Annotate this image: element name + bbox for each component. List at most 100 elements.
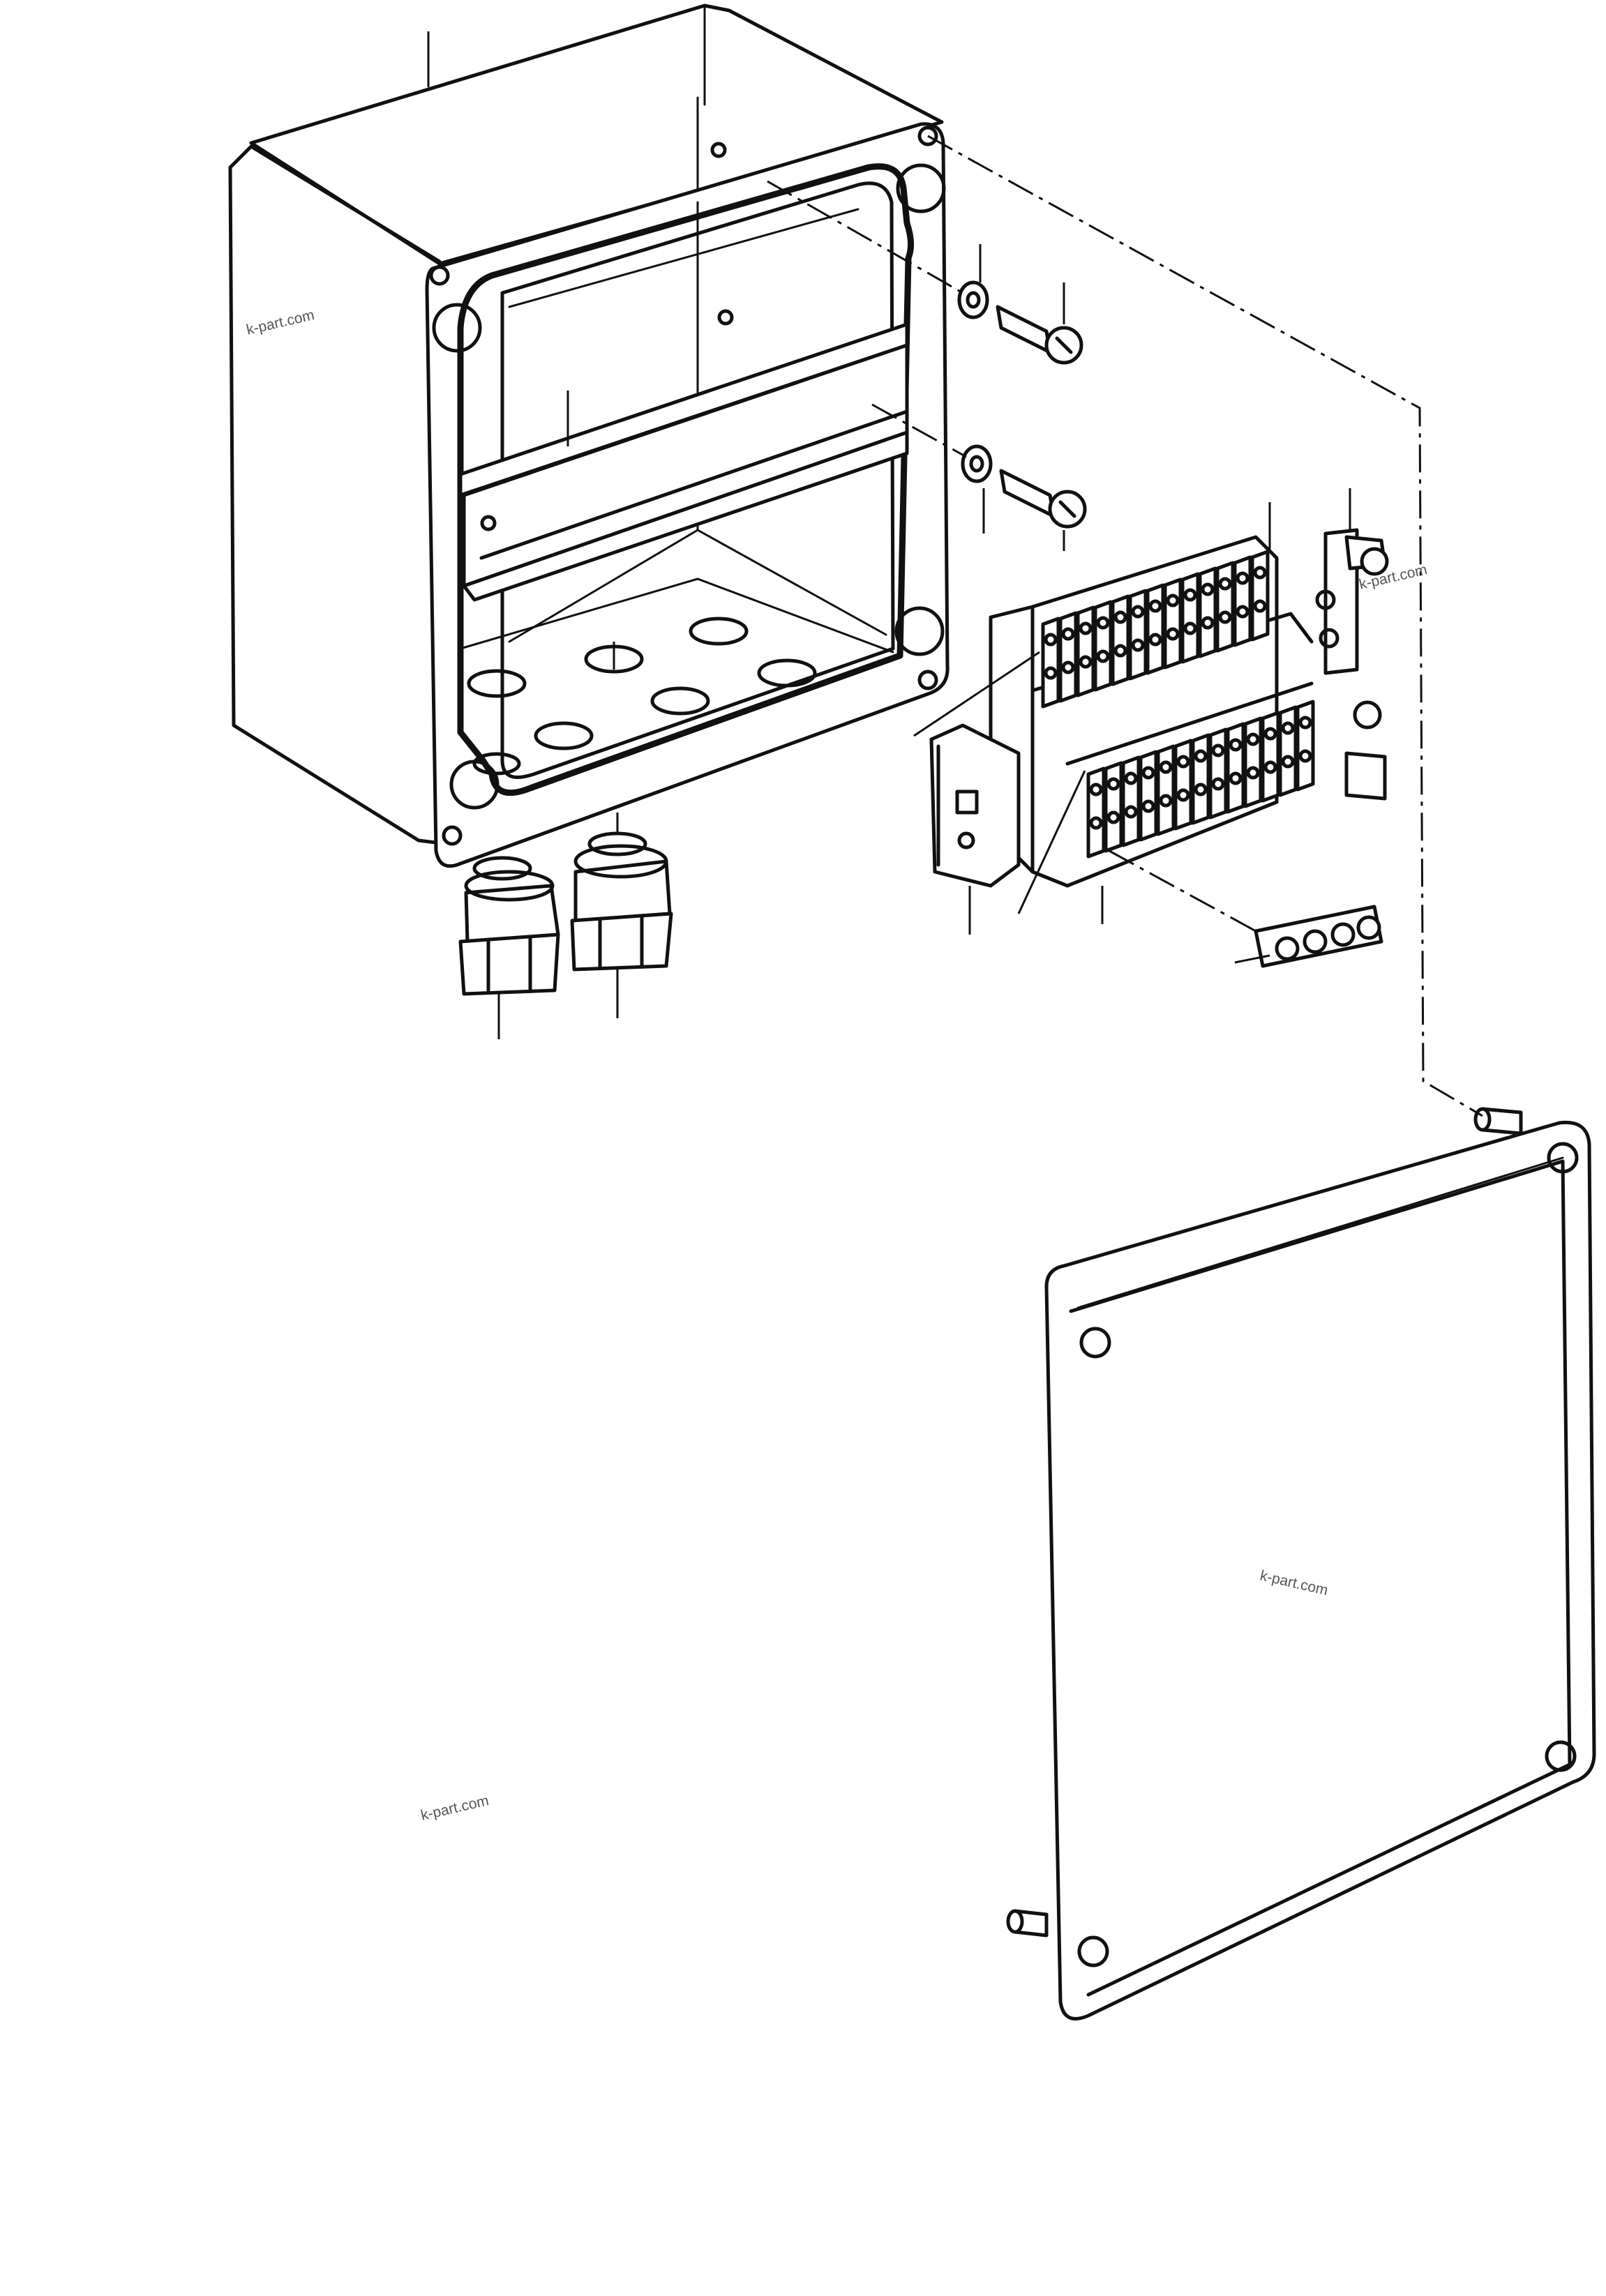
- terminal-lower-screw: [1141, 799, 1155, 813]
- terminal-upper-wafer: [1163, 577, 1183, 670]
- terminal-upper-screw: [1183, 588, 1197, 602]
- leader-jumper: [1234, 954, 1270, 964]
- terminal-lower-wafer: [1226, 722, 1245, 814]
- jumper-bridge: [1254, 905, 1383, 968]
- terminal-block-assembly: [989, 535, 1315, 888]
- terminal-lower-wafer: [1261, 711, 1280, 803]
- rail-washer-bottom: [961, 444, 993, 483]
- terminal-lower-screw: [1159, 760, 1173, 774]
- terminal-lower-wafer: [1243, 716, 1263, 808]
- terminal-lower-screw: [1211, 777, 1225, 791]
- terminal-lower-screw: [1124, 805, 1138, 819]
- terminal-lower-screw: [1229, 738, 1243, 752]
- terminal-lower-screw: [1141, 766, 1155, 780]
- terminal-upper-screw: [1253, 566, 1267, 580]
- terminal-lower-wafer: [1278, 705, 1298, 797]
- axis-jumper: [1109, 849, 1256, 932]
- terminal-upper-screw: [1044, 666, 1058, 680]
- terminal-upper-wafer: [1146, 583, 1165, 675]
- din-rail: [458, 322, 909, 602]
- terminal-upper-screw: [1079, 655, 1093, 669]
- terminal-lower-wafer: [1104, 761, 1123, 853]
- terminal-upper-screw: [1044, 633, 1058, 647]
- terminal-lower-screw: [1281, 755, 1295, 769]
- terminal-lower-screw: [1106, 777, 1120, 791]
- watermark-bottom: k-part.com: [419, 1792, 490, 1824]
- axis-cover: [927, 135, 1483, 1117]
- cover-plate: [1044, 1120, 1596, 2021]
- terminal-upper-screw: [1131, 638, 1145, 652]
- terminal-upper-screw: [1166, 627, 1180, 641]
- terminal-upper-screw: [1096, 616, 1110, 630]
- rail-washer-top: [957, 280, 989, 319]
- terminal-upper-screw: [1183, 621, 1197, 635]
- terminal-upper-screw: [1096, 649, 1110, 663]
- terminal-upper-screw: [1061, 627, 1075, 641]
- terminal-upper-screw: [1148, 633, 1162, 647]
- terminal-lower-wafer: [1173, 739, 1193, 831]
- terminal-upper-wafer: [1250, 550, 1270, 642]
- terminal-lower-screw: [1194, 749, 1208, 763]
- cable-gland-right: [570, 831, 673, 972]
- terminal-upper-wafer: [1198, 566, 1217, 658]
- terminal-upper-screw: [1253, 599, 1267, 613]
- terminal-lower-screw: [1176, 755, 1190, 769]
- terminal-upper-wafer: [1076, 605, 1095, 697]
- terminal-lower-screw: [1246, 766, 1260, 780]
- terminal-lower-wafer: [1208, 727, 1228, 820]
- terminal-upper-wafer: [1111, 594, 1130, 686]
- terminal-upper-wafer: [1041, 617, 1060, 709]
- terminal-lower-wafer: [1191, 733, 1210, 825]
- terminal-lower-screw: [1106, 810, 1120, 824]
- terminal-lower-screw: [1124, 771, 1138, 785]
- terminal-upper-screw: [1201, 616, 1215, 630]
- cable-gland-left: [458, 856, 560, 996]
- terminal-upper-wafer: [1180, 572, 1200, 664]
- terminal-lower-screw: [1176, 788, 1190, 802]
- cover-screw-top: [1473, 1107, 1523, 1135]
- rail-screw-bottom: [999, 469, 1087, 529]
- terminal-lower-screw: [1089, 783, 1103, 796]
- terminal-upper-wafer: [1233, 555, 1252, 647]
- terminal-lower-screw: [1194, 783, 1208, 796]
- terminal-upper-screw: [1061, 660, 1075, 674]
- terminal-upper-wafer: [1215, 561, 1235, 653]
- terminal-lower-screw: [1263, 760, 1277, 774]
- axis-screw-top: [767, 180, 963, 294]
- terminal-upper-screw: [1236, 605, 1249, 619]
- leader-block-diag-2: [1017, 770, 1086, 914]
- terminal-upper-wafer: [1093, 600, 1113, 692]
- terminal-lower-screw: [1159, 794, 1173, 808]
- terminal-lower-screw: [1298, 716, 1312, 730]
- terminal-upper-screw: [1236, 571, 1249, 585]
- end-clamp: [1315, 528, 1389, 801]
- terminal-upper-screw: [1166, 594, 1180, 607]
- terminal-upper-screw: [1218, 577, 1232, 591]
- terminal-upper-wafer: [1058, 611, 1078, 703]
- terminal-lower-screw: [1211, 743, 1225, 757]
- terminal-upper-screw: [1148, 599, 1162, 613]
- terminal-lower-screw: [1246, 732, 1260, 746]
- axis-screw-bottom: [871, 403, 967, 458]
- terminal-lower-screw: [1229, 771, 1243, 785]
- terminal-lower-wafer: [1156, 744, 1176, 836]
- terminal-lower-wafer: [1121, 755, 1141, 847]
- terminal-lower-wafer: [1296, 700, 1315, 792]
- terminal-lower-screw: [1298, 749, 1312, 763]
- end-plate: [929, 723, 1021, 888]
- terminal-upper-screw: [1218, 610, 1232, 624]
- terminal-lower-wafer: [1139, 750, 1158, 842]
- terminal-lower-screw: [1281, 721, 1295, 735]
- terminal-upper-screw: [1201, 582, 1215, 596]
- cover-screw-bottom: [1006, 1909, 1049, 1938]
- leader-block-diag: [913, 651, 1040, 737]
- terminal-lower-wafer: [1086, 766, 1106, 859]
- terminal-upper-screw: [1113, 610, 1127, 624]
- terminal-lower-screw: [1089, 816, 1103, 830]
- terminal-lower-screw: [1263, 727, 1277, 741]
- terminal-upper-screw: [1079, 621, 1093, 635]
- terminal-upper-screw: [1131, 605, 1145, 619]
- terminal-upper-screw: [1113, 644, 1127, 658]
- terminal-upper-wafer: [1128, 589, 1148, 681]
